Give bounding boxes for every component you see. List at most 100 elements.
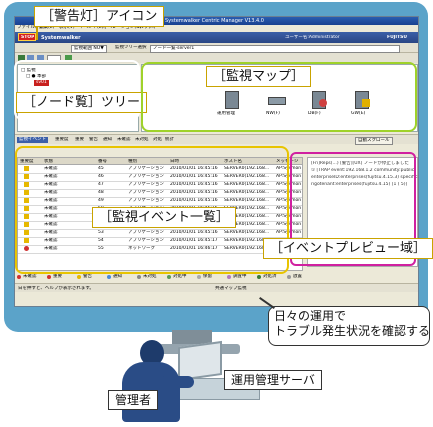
alarm-light-button[interactable]: STOP <box>18 33 36 41</box>
tab-warning[interactable]: 警告 <box>89 137 98 142</box>
tab-notice[interactable]: 通知 <box>103 137 112 142</box>
event-cell-date: 2010/01/01 16:45:16 <box>170 174 218 179</box>
map-node-ops[interactable]: 運用管理 <box>217 91 247 121</box>
speech-bubble-text: 日々の運用で トラブル発生状況を確認する <box>274 309 431 338</box>
find-icon[interactable] <box>27 55 34 61</box>
monitor-stand <box>172 330 212 346</box>
scope-select[interactable]: 監視範囲 NO▼ <box>71 45 107 53</box>
callout-monitor-map: ［監視マップ］ <box>206 66 312 87</box>
event-cell-date: 2010/01/01 16:45:16 <box>170 230 218 235</box>
event-cell-host: SERVER0(192.168... <box>224 190 270 195</box>
legend-dot-icon <box>167 275 171 279</box>
home-icon[interactable] <box>18 55 25 61</box>
event-cell-no: 54 <box>98 238 104 243</box>
callout-pointer <box>36 26 38 40</box>
menu-edit[interactable]: 編集(E) <box>39 25 55 30</box>
legend-bar: 未確認重要警告通知未対処対処中保留調査中対処済放置 <box>17 273 417 281</box>
legend-dot-icon <box>107 275 111 279</box>
grid-icon[interactable] <box>37 55 44 61</box>
event-cell-host: SERVER0(192.168... <box>224 230 270 235</box>
event-cell-host: SERVER0(192.168... <box>224 214 270 219</box>
event-cell-no: 53 <box>98 230 104 235</box>
window-title: Systemwalker Centric Manager V13.4.0 <box>165 18 264 24</box>
event-cell-msg: AP:Sysmon ne <box>276 222 302 227</box>
user-label: ユーザー名:Administrator <box>285 35 340 40</box>
tab-severity[interactable]: 重要度 <box>55 137 69 142</box>
preview-line: rigotenant:enterprises(fujitsu.4.15) [1 … <box>311 182 408 187</box>
tree-root[interactable]: □ 監視 <box>21 68 36 73</box>
event-cell-no: 45 <box>98 166 104 171</box>
tab-handled[interactable]: 対処 <box>153 137 162 142</box>
tree-select-label: 監視ツリー選択 <box>115 45 147 50</box>
tab-monitor-events[interactable]: 監視イベント <box>17 137 48 143</box>
event-cell-host: SERVER0(192.168... <box>224 238 270 243</box>
event-cell-host: SERVER0(192.168... <box>224 198 270 203</box>
map-node-label: DB(F) <box>308 111 321 116</box>
map-node-nw[interactable]: NW(F) <box>262 91 292 121</box>
event-cell-state: 未確認 <box>44 190 58 195</box>
tree-branch[interactable]: □ ● 本部 <box>26 74 47 79</box>
alarm-light-label: STOP <box>21 35 35 40</box>
event-cell-msg: AP:Sysmon ne <box>276 198 302 203</box>
event-cell-type: アプリケーション <box>128 230 164 235</box>
tab-unhandled[interactable]: 未対処 <box>135 137 149 142</box>
warning-icon <box>24 174 29 179</box>
callout-text: ［イベントプレビュー域］ <box>270 241 427 256</box>
error-icon <box>24 246 29 251</box>
col-date[interactable]: 日時 <box>170 159 179 164</box>
title-bar: Systemwalker Centric Manager V13.4.0 <box>15 17 418 25</box>
event-cell-date: 2010/01/01 16:45:17 <box>170 238 218 243</box>
event-cell-host: SERVER0(192.168... <box>224 246 270 251</box>
highlight-node-tree <box>14 60 140 120</box>
map-node-db[interactable]: DB(F) <box>304 91 334 121</box>
col-host[interactable]: ホスト名 <box>224 159 242 164</box>
preview-line: [Fri]Reps(...) [警告][UX] ノードが停止しました <box>311 161 409 166</box>
menu-view[interactable]: 表示(V) <box>59 25 75 30</box>
refresh-icon[interactable] <box>65 55 72 61</box>
warning-icon <box>24 206 29 211</box>
map-node-label: NW(F) <box>266 111 280 116</box>
auto-scroll-button[interactable]: 自動スクロール <box>355 137 393 145</box>
menu-file[interactable]: ファイル(F) <box>17 25 42 30</box>
tab-stats[interactable]: 統計 <box>165 137 174 142</box>
router-icon <box>268 97 286 105</box>
error-badge-icon <box>319 99 327 107</box>
administrator-head <box>140 340 164 366</box>
warning-icon <box>24 182 29 187</box>
administrator-arm <box>160 376 194 388</box>
legend-label: 重要 <box>53 274 62 279</box>
col-type[interactable]: 種別 <box>128 159 137 164</box>
map-node-gw[interactable]: GW(E) <box>347 91 377 121</box>
col-number[interactable]: 番号 <box>98 159 107 164</box>
callout-text: ［警告灯］アイコン <box>41 9 158 24</box>
menu-help[interactable]: ヘルプ(H) <box>135 25 156 30</box>
menu-operation[interactable]: オペレーション(O) <box>103 25 142 30</box>
event-cell-state: 未確認 <box>44 182 58 187</box>
server-icon <box>225 91 239 109</box>
col-severity[interactable]: 重要度 <box>20 159 34 164</box>
event-cell-state: 未確認 <box>44 214 58 219</box>
event-cell-msg: AP:Sysmon ne <box>276 182 302 187</box>
warning-icon <box>24 198 29 203</box>
legend-dot-icon <box>137 275 141 279</box>
event-cell-type: アプリケーション <box>128 238 164 243</box>
tab-critical[interactable]: 重要 <box>75 137 84 142</box>
toolbar: 監視範囲 NO▼ 監視ツリー選択 ノード一覧-server1 <box>15 43 418 53</box>
event-cell-state: 未確認 <box>44 222 58 227</box>
event-cell-msg: AP:Sysmon ne <box>276 190 302 195</box>
tab-unconfirmed[interactable]: 未確認 <box>117 137 131 142</box>
menu-event[interactable]: イベント(E) <box>79 25 104 30</box>
tree-leaf-selected[interactable]: sv01 <box>34 80 49 86</box>
warning-icon <box>24 190 29 195</box>
node-list-select[interactable]: ノード一覧-server1 <box>150 45 400 53</box>
event-cell-date: 2010/01/01 16:45:16 <box>170 190 218 195</box>
event-cell-type: アプリケーション <box>128 166 164 171</box>
event-cell-date: 2010/01/01 16:45:16 <box>170 198 218 203</box>
col-state[interactable]: 状態 <box>44 159 53 164</box>
